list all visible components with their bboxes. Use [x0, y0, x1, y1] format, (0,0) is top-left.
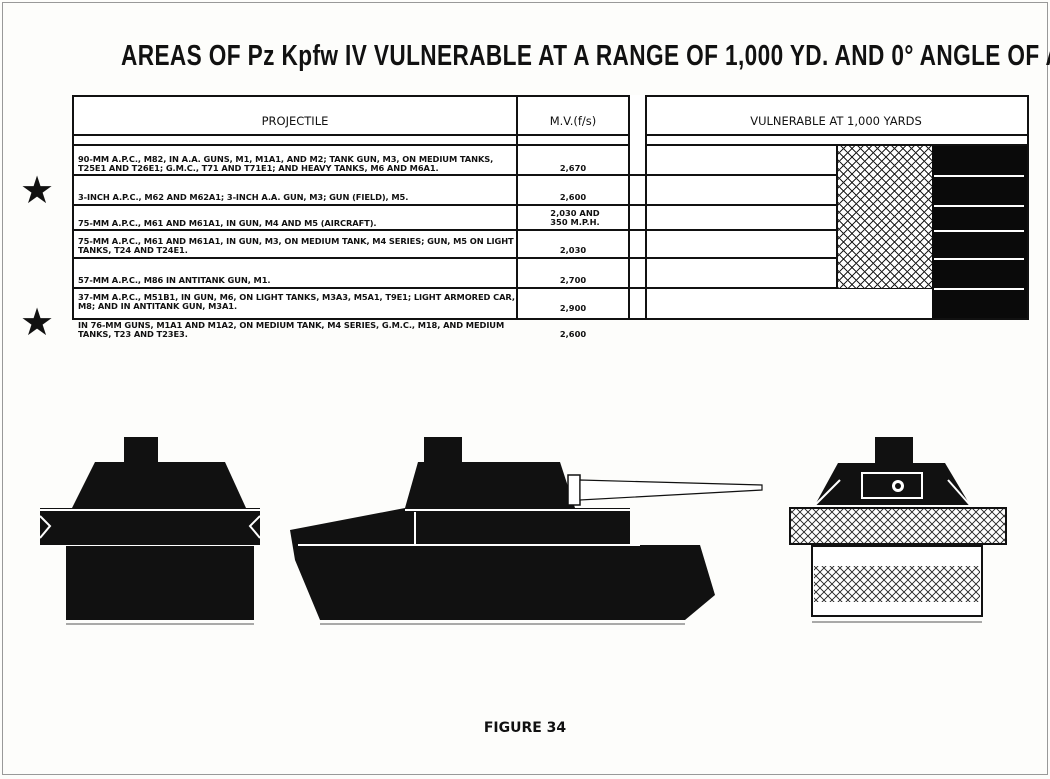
row-projectile: 3-INCH A.P.C., M62 AND M62A1; 3-INCH A.A… [78, 192, 409, 202]
row-projectile: 75-MM A.P.C., M61 AND M61A1, IN GUN, M4 … [78, 218, 377, 228]
row-mv: 2,900 [559, 303, 587, 313]
double-column-divider [628, 95, 647, 318]
star-icon: ★ [20, 168, 55, 212]
bar-separator [934, 258, 1024, 260]
row-projectile: IN 76-MM GUNS, M1A1 AND M1A2, ON MEDIUM … [78, 320, 505, 339]
star-icon: ★ [20, 300, 55, 344]
row-mv: 2,600 [559, 329, 587, 339]
bar-separator [934, 230, 1024, 232]
header-vulnerable: VULNERABLE AT 1,000 YARDS [750, 114, 922, 128]
row-mv: 2,600 [559, 192, 587, 202]
row-mv: 2,030 [559, 245, 587, 255]
bar-separator [934, 175, 1024, 177]
row-projectile: 75-MM A.P.C., M61 AND M61A1, IN GUN, M3,… [78, 236, 514, 255]
tank-side-view [290, 437, 763, 625]
row-divider [72, 204, 1027, 206]
row-projectile: 90-MM A.P.C., M82, IN A.A. GUNS, M1, M1A… [78, 154, 494, 173]
row-divider [72, 229, 1027, 231]
figure-caption: FIGURE 34 [483, 720, 567, 736]
tank-front-view [39, 437, 261, 625]
page-title: AREAS OF Pz Kpfw IV VULNERABLE AT A RANG… [121, 40, 1050, 72]
row-divider [72, 257, 1027, 259]
subheader-divider [72, 144, 1027, 146]
column-divider [516, 95, 518, 318]
row-projectile: 57-MM A.P.C., M86 IN ANTITANK GUN, M1. [78, 275, 271, 285]
tank-rear-view [789, 437, 1007, 623]
row-divider [72, 174, 1027, 176]
row-projectile: 37-MM A.P.C., M51B1, IN GUN, M6, ON LIGH… [78, 292, 515, 311]
header-divider [72, 134, 1027, 136]
vulnerable-hatched-bar [836, 146, 934, 288]
bar-separator [934, 288, 1024, 290]
row-mv: 2,030 AND 350 M.P.H. [550, 208, 600, 227]
header-projectile: PROJECTILE [261, 114, 329, 128]
row-divider [72, 287, 1027, 289]
header-mv: M.V.(f/s) [549, 114, 597, 128]
row-mv: 2,700 [559, 275, 587, 285]
bar-separator [934, 205, 1024, 207]
row-mv: 2,670 [559, 163, 587, 173]
